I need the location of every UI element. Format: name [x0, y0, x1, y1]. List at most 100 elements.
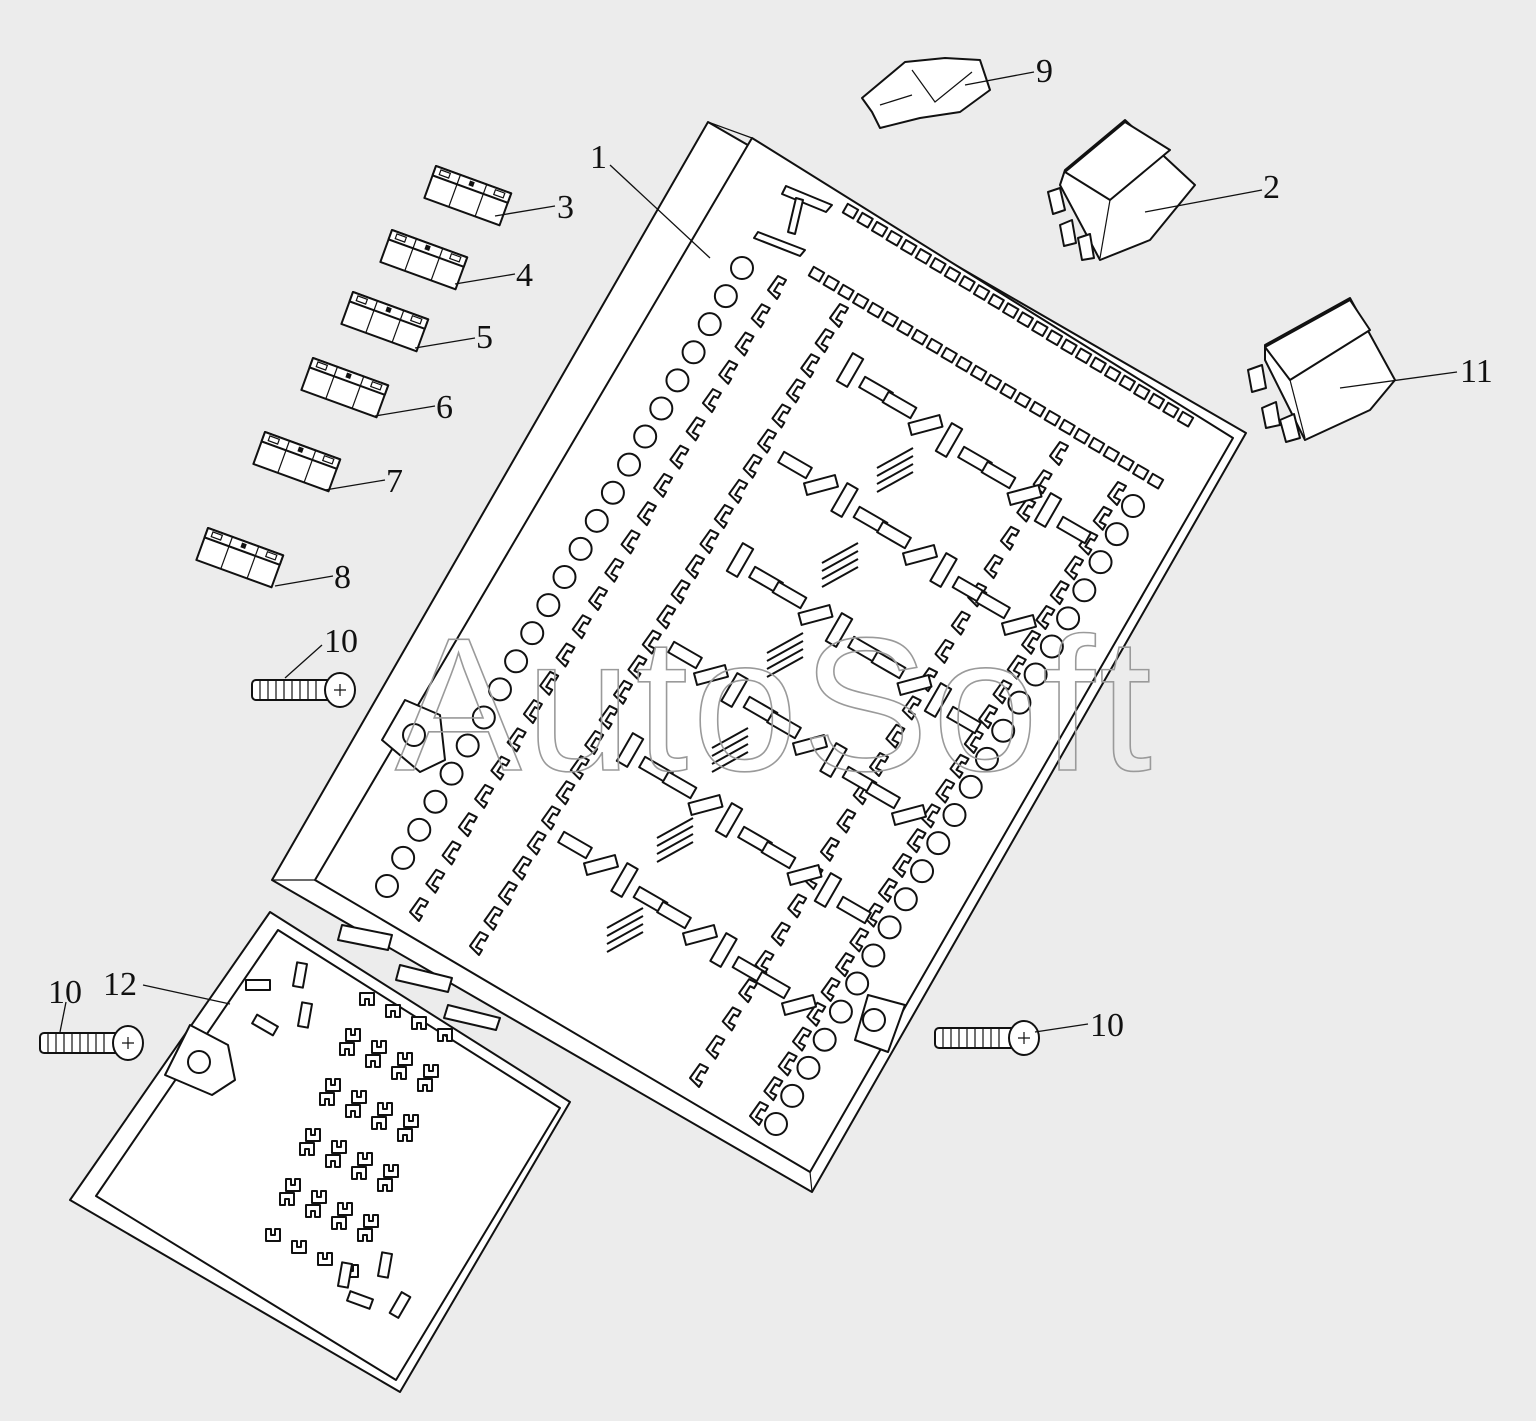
terminal-slot — [896, 319, 914, 337]
terminal-slot — [920, 803, 941, 829]
terminal-slot — [910, 328, 929, 346]
relay-contact — [606, 907, 644, 929]
terminal-slot — [604, 557, 625, 583]
terminal-slot — [1049, 441, 1069, 466]
terminal-slot — [734, 331, 755, 357]
terminal-socket — [796, 1055, 821, 1080]
relay-contact — [821, 558, 859, 580]
terminal-slot — [685, 416, 706, 442]
terminal-slot — [555, 780, 576, 806]
housing-latch — [753, 185, 833, 257]
terminal-slot — [837, 283, 855, 301]
terminal-slot — [1073, 427, 1091, 445]
fuse-slot — [934, 422, 964, 458]
terminal-slot — [1031, 320, 1049, 338]
terminal-socket — [665, 368, 690, 393]
terminal-slot — [978, 704, 999, 730]
cover-terminal-slot — [325, 1154, 341, 1168]
cover-terminal-slots — [245, 961, 453, 1319]
terminal-slot — [969, 364, 988, 382]
relay-contact — [876, 455, 914, 477]
terminal-slot — [721, 1006, 742, 1032]
fuse-slot — [865, 780, 901, 810]
terminal-slot — [906, 828, 927, 854]
cover-fuse-slot — [376, 1251, 394, 1279]
cover-terminal-slot — [285, 1178, 301, 1192]
cover-terminal-slot — [331, 1140, 347, 1154]
fuse-slot — [881, 390, 918, 420]
relay-contact — [656, 825, 694, 847]
relay-contact — [766, 640, 804, 662]
terminal-socket — [423, 789, 448, 814]
callout-12: 12 — [103, 966, 137, 1003]
blade-fuse — [423, 165, 513, 227]
terminal-slot — [656, 604, 677, 630]
blade-fuse — [252, 431, 342, 493]
fuse-slot — [835, 352, 865, 388]
blade-fuse — [195, 527, 285, 589]
terminal-socket — [552, 565, 577, 589]
terminal-slot — [836, 808, 857, 834]
cover-fuse-slot — [346, 1290, 374, 1310]
terminal-slot — [598, 704, 619, 730]
terminal-socket — [584, 508, 609, 533]
fuse-slot — [890, 804, 928, 826]
cover-fuse-slot — [251, 1013, 279, 1037]
terminal-slot — [963, 729, 984, 754]
terminal-slot — [669, 444, 690, 470]
callouts: 1 2 3 4 5 6 7 8 9 10 10 10 11 12 — [48, 53, 1493, 1044]
relay-contact — [711, 727, 749, 749]
terminal-socket — [974, 746, 999, 771]
cover-terminal-slot — [265, 1228, 281, 1242]
cover-terminal-slot — [345, 1104, 361, 1118]
cover-terminal-slot — [311, 1190, 327, 1204]
callout-6: 6 — [436, 389, 453, 426]
terminal-slot — [869, 752, 889, 777]
relay-contact — [766, 648, 804, 670]
terminal-slot — [526, 830, 547, 856]
terminal-slot — [636, 501, 657, 527]
terminal-slot — [763, 1076, 784, 1102]
terminal-socket — [617, 452, 642, 477]
terminal-socket — [1007, 690, 1032, 715]
cover-terminal-slot — [325, 1078, 341, 1092]
terminal-slot — [1092, 505, 1113, 531]
terminal-socket — [812, 1027, 837, 1052]
cover-terminal-slot — [377, 1178, 393, 1192]
cover-terminal-slot — [371, 1116, 387, 1130]
terminal-slot — [806, 1001, 827, 1027]
fuse-slot — [824, 612, 854, 648]
callout-10-upper-left: 10 — [324, 623, 358, 660]
cover-terminal-slot — [337, 1202, 353, 1216]
fuse-puller-part-9 — [861, 57, 991, 129]
fuse-slot — [610, 862, 639, 898]
terminal-slot — [539, 670, 560, 696]
fuse-slot — [802, 474, 840, 496]
callout-7: 7 — [386, 463, 403, 500]
fuse-slot — [929, 552, 958, 588]
cover-terminal-slot — [351, 1090, 367, 1104]
fuse-slot — [780, 994, 818, 1016]
terminal-socket — [845, 971, 870, 996]
terminal-slot — [834, 952, 855, 978]
terminal-socket — [926, 831, 951, 856]
terminal-slot — [767, 275, 787, 300]
relay-contact — [711, 743, 749, 765]
cover-terminal-slot — [397, 1128, 413, 1142]
cover-terminal-slot — [403, 1114, 419, 1128]
cover-terminal-slot — [339, 1042, 355, 1056]
terminal-slot — [984, 373, 1003, 391]
terminal-socket — [730, 256, 754, 280]
relay-contact — [876, 447, 914, 469]
terminal-socket — [780, 1083, 805, 1108]
relay-part-11 — [1247, 297, 1396, 443]
relay-contact — [821, 542, 859, 564]
terminal-slot — [699, 529, 720, 555]
terminal-socket — [958, 774, 983, 799]
callout-10-lower-left: 10 — [48, 974, 82, 1011]
fuse-slot — [980, 460, 1017, 490]
terminal-socket — [1088, 550, 1113, 575]
fuse-slot — [615, 732, 645, 768]
cover-terminal-slot — [363, 1214, 379, 1228]
terminal-slot — [1078, 530, 1099, 556]
